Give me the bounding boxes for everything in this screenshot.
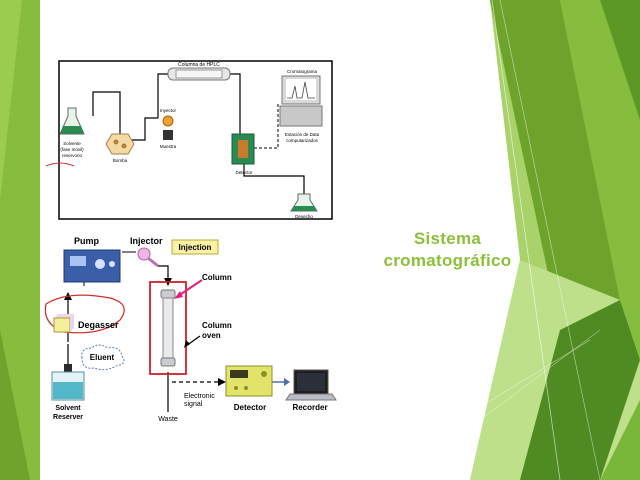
label-columna: Columna de HPLC bbox=[178, 62, 220, 68]
solvent-flask-es bbox=[59, 107, 85, 135]
label-estacion-1: Estación de Data bbox=[285, 132, 320, 137]
pump-en bbox=[63, 249, 121, 283]
label-column: Column bbox=[202, 273, 232, 282]
label-electronic-signal-2: signal bbox=[184, 401, 203, 408]
column-pointer-arrow bbox=[177, 279, 203, 297]
label-recorder: Recorder bbox=[292, 403, 327, 412]
label-muestra: Muestra bbox=[160, 144, 177, 149]
label-injection: Injection bbox=[179, 243, 212, 252]
label-solvent-2: Reserver bbox=[53, 414, 83, 421]
waste-flask-es bbox=[290, 193, 318, 212]
label-column-oven-2: oven bbox=[202, 331, 221, 340]
label-detector-en: Detector bbox=[234, 403, 266, 412]
label-electronic-signal-1: Electronic bbox=[184, 393, 215, 400]
label-detector-es: Detector bbox=[235, 170, 253, 175]
label-column-oven-1: Column bbox=[202, 321, 232, 330]
injection-callout bbox=[171, 239, 219, 255]
label-injector: Injector bbox=[130, 236, 163, 246]
label-inyector: Inyector bbox=[160, 108, 177, 113]
solvent-reserver-bottle bbox=[51, 364, 85, 401]
eluent-cloud bbox=[81, 344, 125, 371]
label-desecho: Desecho bbox=[295, 214, 313, 219]
label-solvente-3: reservorio bbox=[62, 153, 83, 158]
detector-en bbox=[225, 365, 273, 397]
label-pump: Pump bbox=[74, 236, 100, 246]
label-degasser: Degasser bbox=[78, 320, 119, 330]
label-eluent: Eluent bbox=[90, 353, 115, 362]
pump-es bbox=[105, 133, 135, 155]
label-solvente-2: (fase móvil) bbox=[60, 147, 84, 152]
label-cromatograma: Cromatograma bbox=[287, 69, 318, 74]
label-bomba: Bomba bbox=[113, 158, 128, 163]
hplc-diagram-english: Pump Injector Injection bbox=[40, 232, 340, 424]
injector-es bbox=[162, 115, 174, 127]
degasser-block bbox=[53, 314, 74, 333]
label-solvente-1: Solvente bbox=[63, 141, 81, 146]
slide-title: Sistema cromatográfico bbox=[375, 228, 520, 272]
title-line-1: Sistema bbox=[413, 229, 482, 248]
column-oven bbox=[149, 281, 187, 375]
hplc-diagram-spanish: Columna de HPLC Solvente (fase móvil) re… bbox=[40, 56, 334, 220]
sample-vial-es bbox=[163, 130, 173, 140]
detector-es bbox=[231, 133, 255, 165]
hplc-column-es bbox=[167, 67, 231, 81]
column-en bbox=[160, 289, 176, 367]
label-solvent-1: Solvent bbox=[55, 405, 81, 412]
label-estacion-2: computarizados bbox=[286, 138, 319, 143]
computer-es bbox=[279, 75, 323, 127]
title-line-2: cromatográfico bbox=[383, 251, 512, 270]
red-underline bbox=[45, 162, 75, 167]
recorder-laptop bbox=[285, 369, 337, 401]
label-waste: Waste bbox=[158, 416, 178, 423]
injector-en bbox=[137, 247, 159, 268]
left-green-strip bbox=[0, 0, 40, 480]
